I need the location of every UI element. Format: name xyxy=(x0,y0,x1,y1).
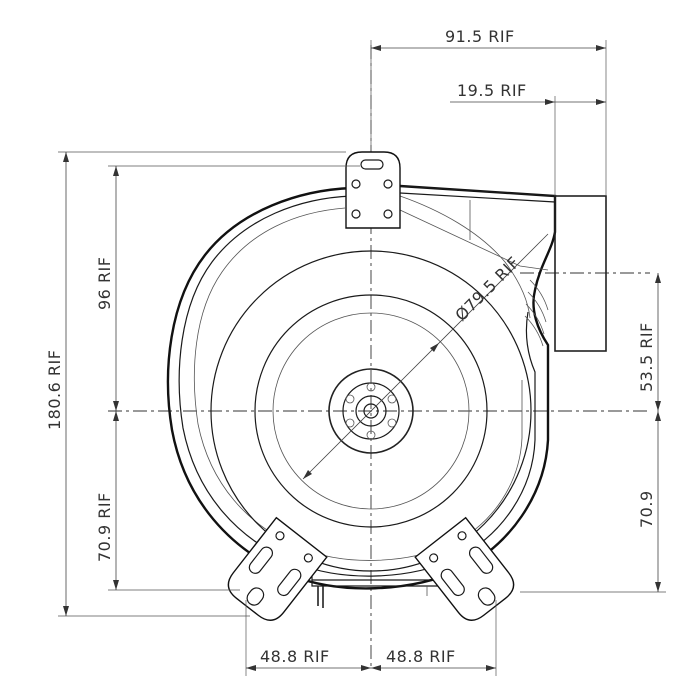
dim-left-total: 180.6 RIF xyxy=(45,151,346,617)
dim-top-overall: 91.5 RIF xyxy=(370,27,607,196)
dim-label-left-upper: 96 RIF xyxy=(95,257,114,310)
dim-label-bottom-right: 48.8 RIF xyxy=(386,647,456,666)
top-bracket-hole-1 xyxy=(351,179,361,189)
hub-inner xyxy=(355,395,387,427)
outlet-flange xyxy=(554,195,607,352)
top-bracket-slot xyxy=(360,159,384,170)
volute-inner-3 xyxy=(399,195,531,319)
dim-label-bottom-left: 48.8 RIF xyxy=(260,647,330,666)
outlet-top-edge xyxy=(399,185,556,197)
volute-outer xyxy=(166,184,557,590)
right-bracket-hole-2 xyxy=(457,531,467,541)
dim-label-right-outlet: 53.5 RIF xyxy=(637,322,656,392)
hub-hole-1 xyxy=(366,382,376,392)
left-bracket-slot-1 xyxy=(248,546,274,574)
left-bracket-slot-3 xyxy=(246,587,265,606)
outlet-louver-lines xyxy=(524,279,549,347)
impeller xyxy=(210,250,532,572)
dim-label-top-outlet: 19.5 RIF xyxy=(457,81,527,100)
impeller-ring xyxy=(254,294,488,528)
top-mounting-bracket xyxy=(345,151,401,229)
outlet-duct xyxy=(399,185,607,352)
dim-impeller-diameter: Ø79.5 RIF xyxy=(302,233,549,480)
dim-label-right-lower: 70.9 xyxy=(637,490,656,528)
left-bracket-hole-2 xyxy=(303,553,313,563)
impeller-outer-circle xyxy=(210,250,532,572)
hub-hole-3 xyxy=(387,418,397,428)
dim-label-impeller-diameter: Ø79.5 RIF xyxy=(451,253,523,325)
left-bracket-slot-2 xyxy=(277,568,302,597)
top-bracket-hole-4 xyxy=(383,209,393,219)
dim-right-lower: 70.9 xyxy=(520,411,666,593)
outlet-top-edge-2 xyxy=(399,192,556,203)
hub-hole-5 xyxy=(345,418,355,428)
right-bracket-slot-1 xyxy=(440,568,465,597)
top-bracket-body xyxy=(345,151,401,229)
dim-top-outlet: 19.5 RIF xyxy=(450,81,606,196)
dim-label-top-overall: 91.5 RIF xyxy=(445,27,515,46)
right-bracket-hole-1 xyxy=(429,553,439,563)
top-bracket-hole-2 xyxy=(383,179,393,189)
left-bracket-hole-1 xyxy=(275,531,285,541)
top-bracket-hole-3 xyxy=(351,209,361,219)
right-bracket-slot-3 xyxy=(477,587,496,606)
dim-label-left-lower: 70.9 RIF xyxy=(95,492,114,562)
shaft xyxy=(363,403,379,419)
right-mounting-bracket xyxy=(414,516,515,621)
dim-right-outlet: 53.5 RIF xyxy=(637,273,661,411)
right-bracket-body xyxy=(414,516,515,621)
left-mounting-bracket xyxy=(227,516,328,621)
hub-hole-6 xyxy=(345,394,355,404)
hub-outer xyxy=(328,368,414,454)
dim-left-upper: 96 RIF xyxy=(95,165,360,411)
right-bracket-slot-2 xyxy=(468,546,494,574)
outlet-inner-diagonal xyxy=(399,209,549,271)
hub-hole-2 xyxy=(387,394,397,404)
dim-left-lower: 70.9 RIF xyxy=(95,411,240,591)
dim-label-left-total: 180.6 RIF xyxy=(45,350,64,430)
left-bracket-body xyxy=(227,516,328,621)
hub-hole-4 xyxy=(366,430,376,440)
dim-bottom: 48.8 RIF 48.8 RIF xyxy=(245,600,497,676)
impeller-ring-inner xyxy=(272,312,470,510)
fan-housing xyxy=(166,184,557,608)
